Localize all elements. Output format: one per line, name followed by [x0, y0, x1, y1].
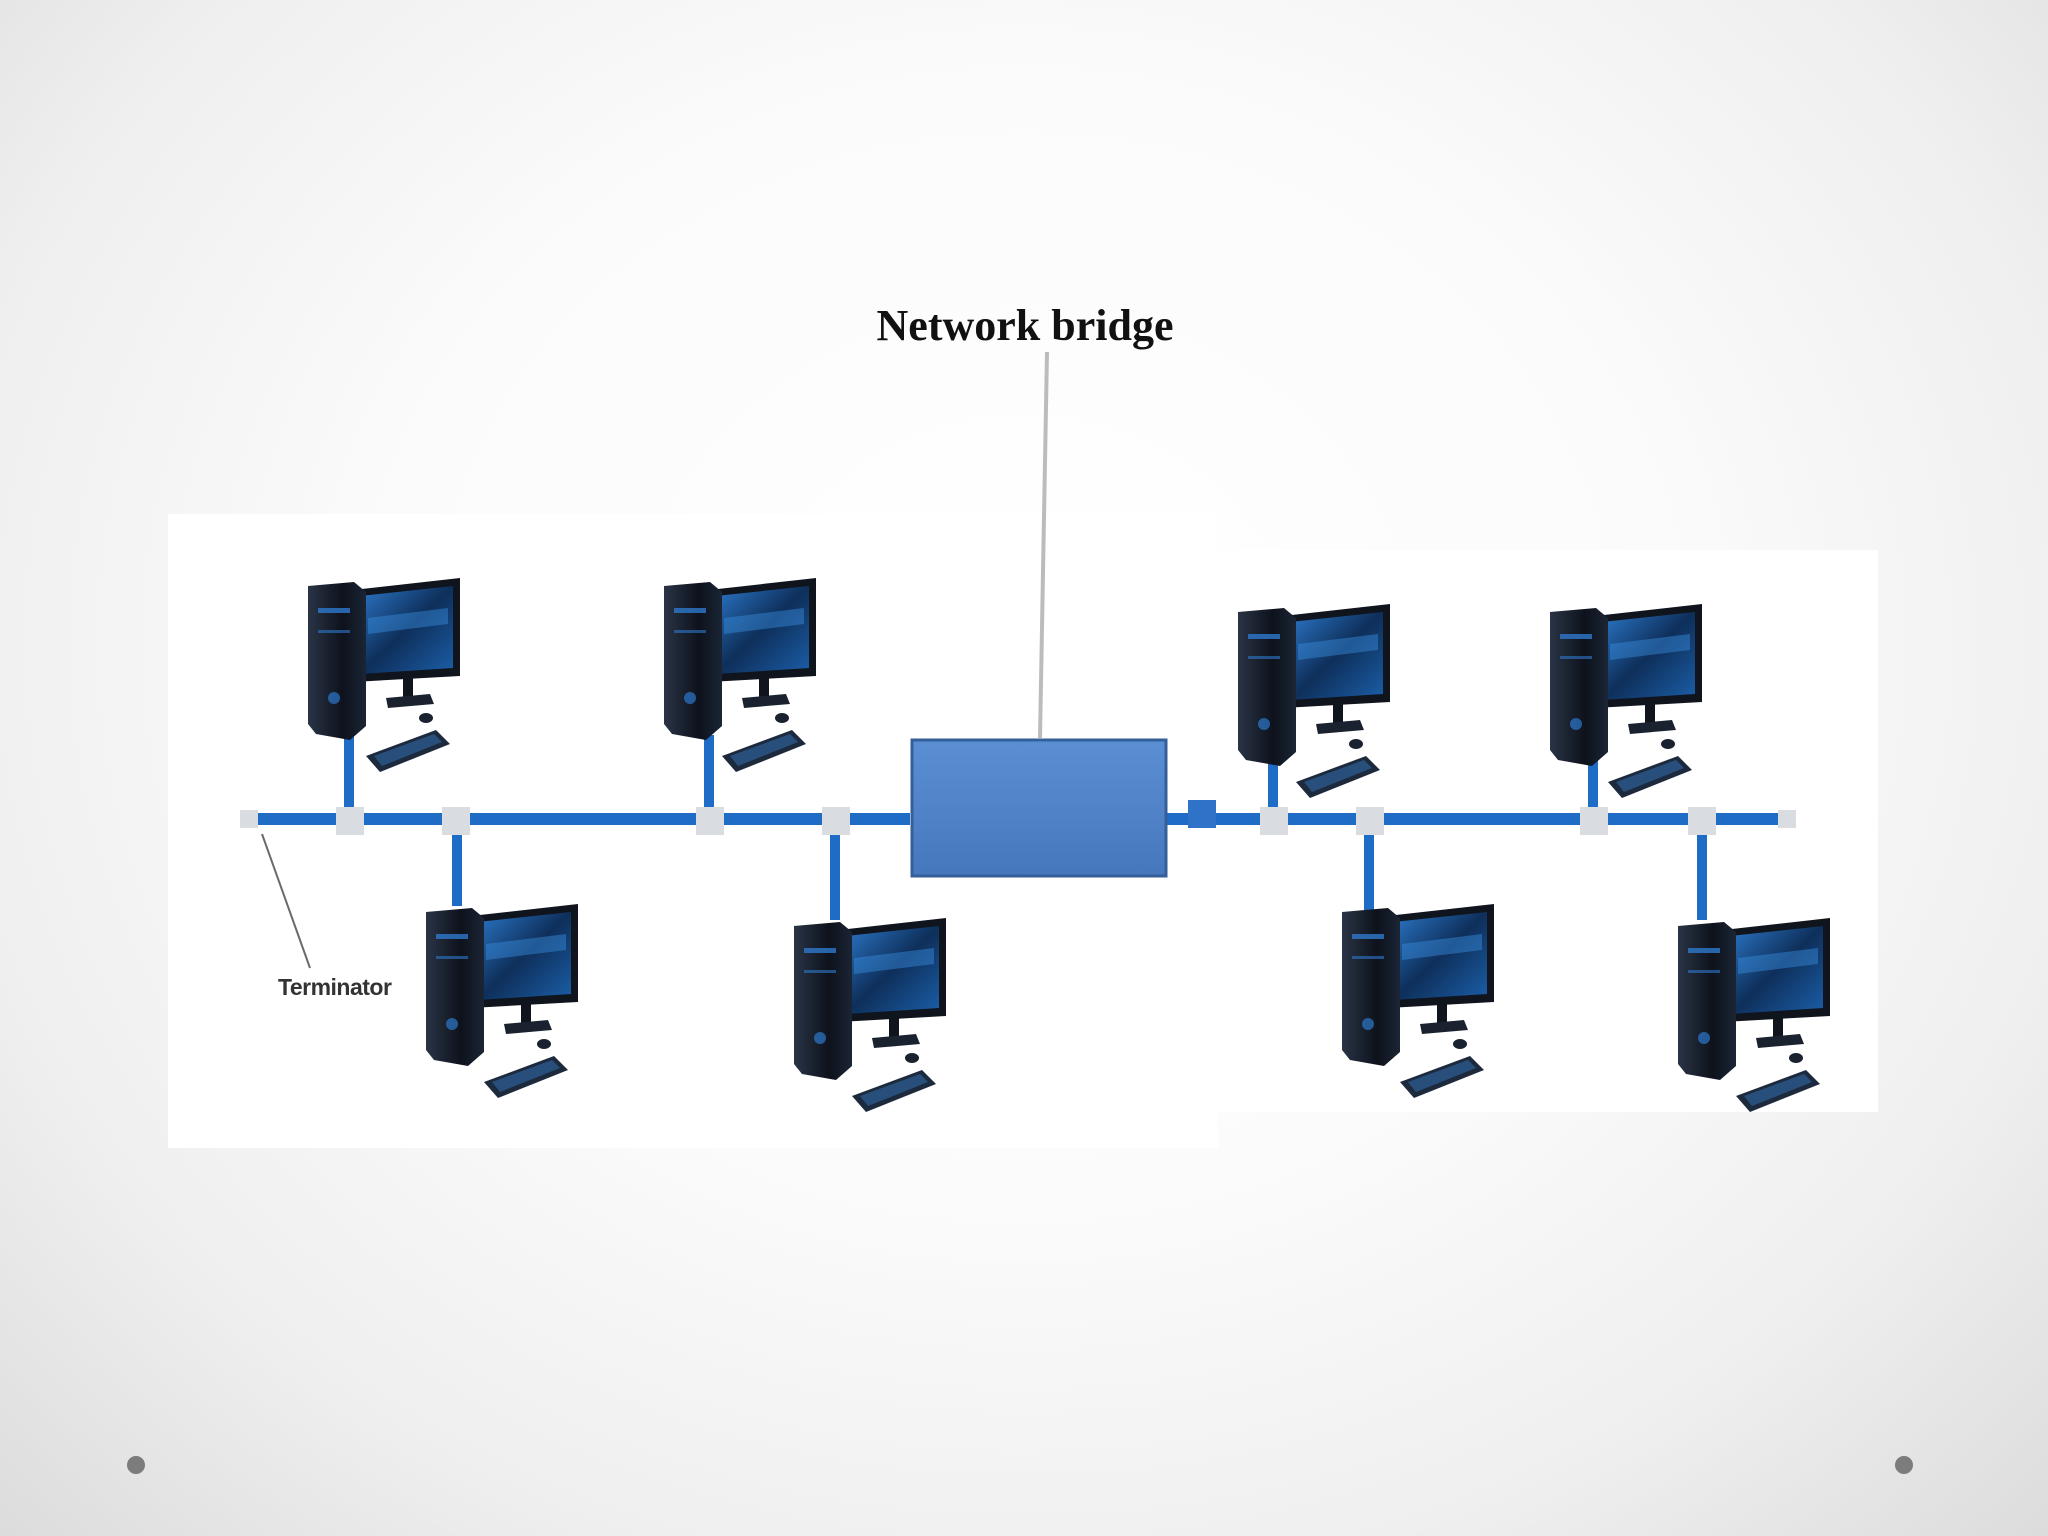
- slide-nav-dot-right: [1895, 1456, 1913, 1474]
- terminator-pointer-line: [261, 833, 311, 969]
- drop-cable: [344, 735, 354, 817]
- network-bridge-box: [910, 738, 1168, 878]
- bus-cable-right: [1166, 813, 1788, 825]
- t-connector: [1688, 807, 1716, 835]
- network-bridge-label: Network bridge: [876, 301, 1174, 350]
- bus-cable-left: [248, 813, 910, 825]
- t-connector: [442, 807, 470, 835]
- t-connector: [1356, 807, 1384, 835]
- t-connector: [1260, 807, 1288, 835]
- drop-cable: [452, 820, 462, 906]
- t-connector: [696, 807, 724, 835]
- drop-cable: [1364, 820, 1374, 910]
- drop-cable: [1268, 745, 1278, 817]
- t-connector: [1580, 807, 1608, 835]
- t-connector: [336, 807, 364, 835]
- slide-nav-dot-left: [127, 1456, 145, 1474]
- drop-cable: [1588, 745, 1598, 817]
- terminator-left: [240, 810, 258, 828]
- terminator-label: Terminator: [278, 974, 392, 1000]
- drop-cable: [830, 820, 840, 920]
- t-connector: [822, 807, 850, 835]
- terminator-right: [1778, 810, 1796, 828]
- bridge-port-connector: [1188, 800, 1216, 828]
- bridge-leader-line: [1038, 351, 1049, 739]
- drop-cable: [1697, 820, 1707, 920]
- drop-cable: [704, 735, 714, 817]
